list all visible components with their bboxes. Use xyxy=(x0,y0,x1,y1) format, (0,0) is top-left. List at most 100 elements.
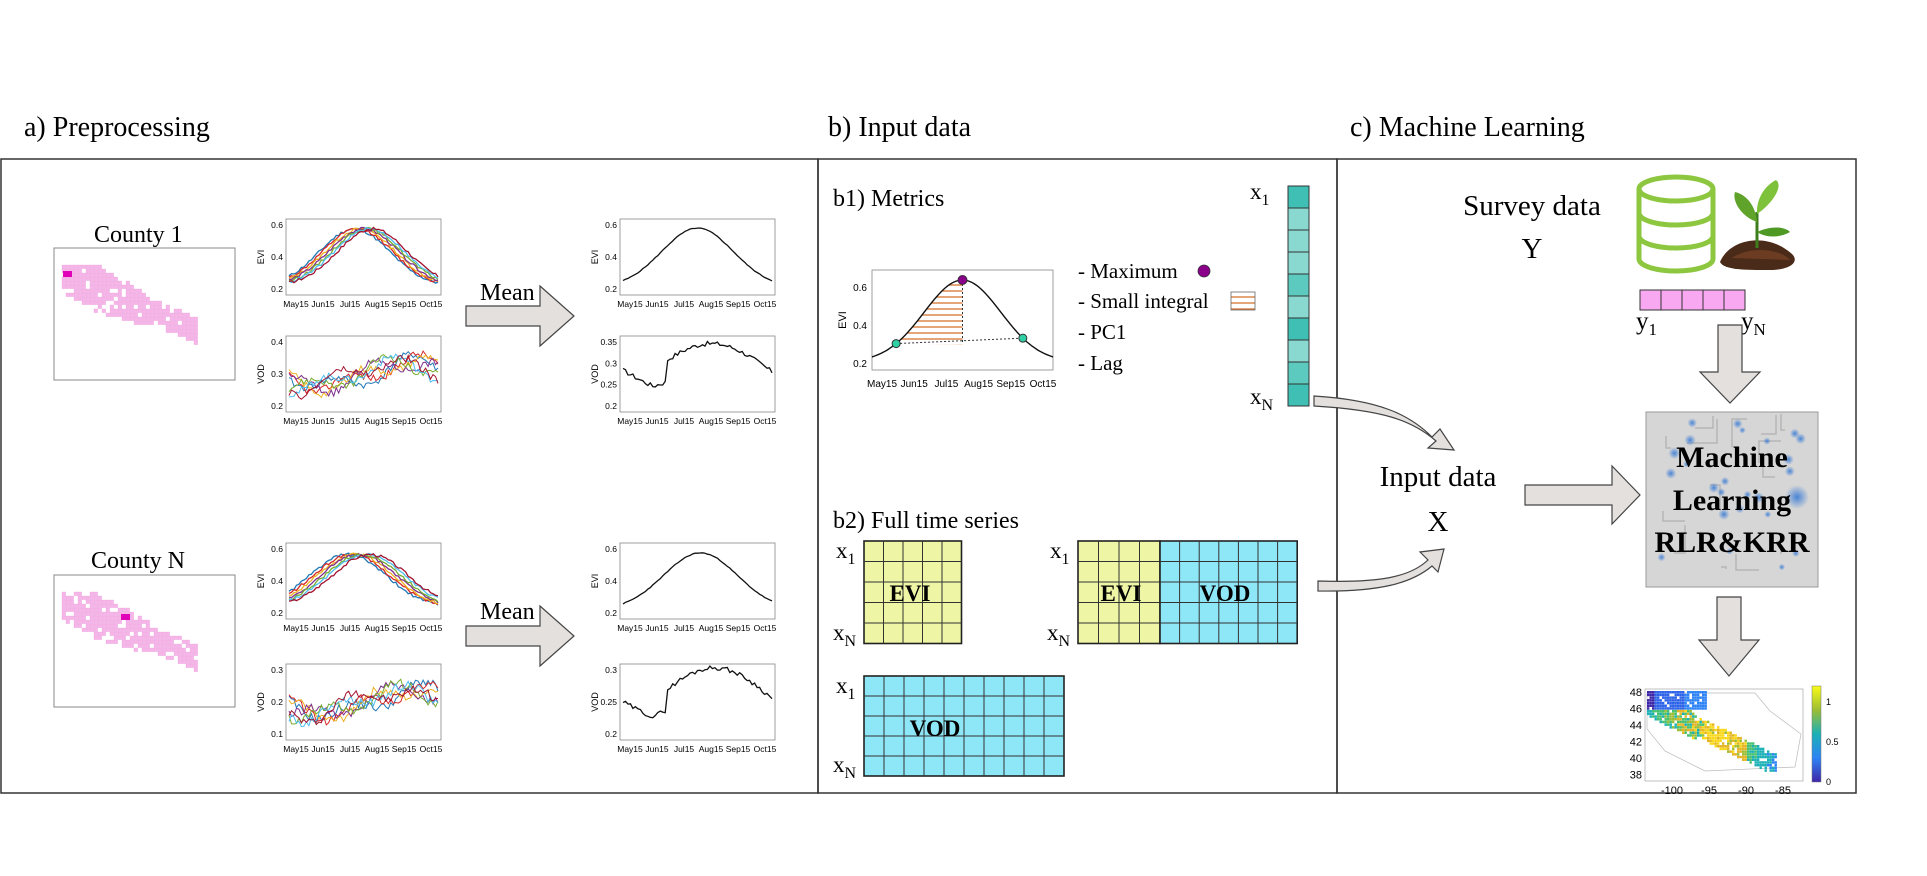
map-cell xyxy=(165,643,170,648)
map-cell xyxy=(117,635,122,640)
map-pixel xyxy=(1702,699,1705,702)
map-cell xyxy=(137,635,142,640)
map-cell xyxy=(77,615,82,620)
map-cell xyxy=(93,619,98,624)
map-pixel xyxy=(1719,745,1722,748)
map-pixel xyxy=(1667,712,1670,716)
map-pixel xyxy=(1707,720,1710,724)
map-pixel xyxy=(1702,736,1705,740)
grid-evi-label: EVI xyxy=(890,581,931,606)
map-cell xyxy=(185,336,190,341)
map-pixel xyxy=(1719,739,1722,743)
map-pixel xyxy=(1689,691,1692,694)
map-cell xyxy=(81,619,86,624)
map-pixel xyxy=(1649,709,1652,713)
map-pixel xyxy=(1697,691,1700,694)
map-cell xyxy=(109,631,114,636)
map-pixel xyxy=(1672,712,1675,716)
map-pixel xyxy=(1694,699,1697,702)
map-cell xyxy=(105,619,110,624)
y-tick-label: 0.4 xyxy=(271,576,283,586)
map-cell xyxy=(101,308,106,313)
map-pixel xyxy=(1664,723,1667,726)
series-line xyxy=(288,680,439,728)
map-cell xyxy=(97,599,102,604)
map-pixel xyxy=(1739,739,1742,743)
map-pixel xyxy=(1682,718,1685,721)
map-cell xyxy=(145,308,150,313)
map-cell xyxy=(189,332,194,337)
map-pixel xyxy=(1667,699,1670,702)
map-cell xyxy=(105,639,110,644)
map-pixel xyxy=(1739,747,1742,751)
map-pixel xyxy=(1727,734,1730,737)
map-pixel xyxy=(1692,728,1695,732)
map-pixel xyxy=(1677,709,1680,713)
map-pixel xyxy=(1767,753,1770,756)
survey-cell xyxy=(1639,289,1662,311)
map-pixel xyxy=(1749,747,1752,751)
map-cell xyxy=(77,280,82,285)
map-cell xyxy=(133,296,138,301)
map-cell xyxy=(121,296,126,301)
map-cell xyxy=(61,276,66,281)
map-pixel xyxy=(1707,736,1710,740)
map-cell xyxy=(165,635,170,640)
map-pixel xyxy=(1669,715,1672,718)
map-pixel xyxy=(1754,761,1757,764)
grid-vod-label: VOD xyxy=(910,716,961,741)
map-cell xyxy=(101,631,106,636)
map-cell xyxy=(109,619,114,624)
map-pixel xyxy=(1687,696,1690,699)
map-cell xyxy=(125,288,130,293)
map-pixel xyxy=(1694,736,1697,740)
map-pixel xyxy=(1712,736,1715,740)
map-cell xyxy=(121,300,126,305)
map-pixel xyxy=(1764,763,1767,767)
map-cell xyxy=(61,284,66,289)
map-cell xyxy=(137,300,142,305)
map-pixel xyxy=(1694,715,1697,718)
y-axis-label: EVI xyxy=(590,574,600,589)
map-pixel xyxy=(1662,715,1665,718)
map-cell xyxy=(113,280,118,285)
y-axis-label: VOD xyxy=(590,364,600,384)
map-pixel xyxy=(1682,693,1685,697)
map-pixel xyxy=(1679,723,1682,726)
map-pixel xyxy=(1674,704,1677,707)
map-pixel xyxy=(1679,712,1682,716)
map-pixel xyxy=(1722,742,1725,745)
map-cell xyxy=(97,611,102,616)
map-cell xyxy=(97,264,102,269)
map-pixel xyxy=(1697,723,1700,726)
map-cell xyxy=(177,308,182,313)
map-cell xyxy=(101,623,106,628)
map-pixel xyxy=(1692,712,1695,716)
x-tick-label: May15 xyxy=(283,623,309,633)
map-pixel xyxy=(1679,728,1682,732)
map-pixel xyxy=(1704,696,1707,699)
map-pixel xyxy=(1754,758,1757,761)
node-dot xyxy=(1743,490,1752,499)
map-cell xyxy=(129,635,134,640)
map-cell xyxy=(173,328,178,333)
map-pixel xyxy=(1727,742,1730,745)
map-pixel xyxy=(1734,753,1737,756)
map-cell xyxy=(137,304,142,309)
map-pixel xyxy=(1667,701,1670,705)
series-line xyxy=(288,354,439,400)
map-pixel xyxy=(1749,758,1752,761)
map-cell xyxy=(121,643,126,648)
map-pixel xyxy=(1707,734,1710,737)
map-pixel xyxy=(1709,734,1712,737)
map-pixel xyxy=(1704,691,1707,694)
series-line xyxy=(288,350,439,395)
map-pixel xyxy=(1674,718,1677,721)
map-pixel xyxy=(1699,731,1702,734)
map-pixel xyxy=(1662,691,1665,694)
map-pixel xyxy=(1652,704,1655,707)
map-pixel xyxy=(1687,704,1690,707)
map-pixel xyxy=(1774,769,1777,772)
map-cell xyxy=(125,643,130,648)
map-pixel xyxy=(1689,701,1692,705)
